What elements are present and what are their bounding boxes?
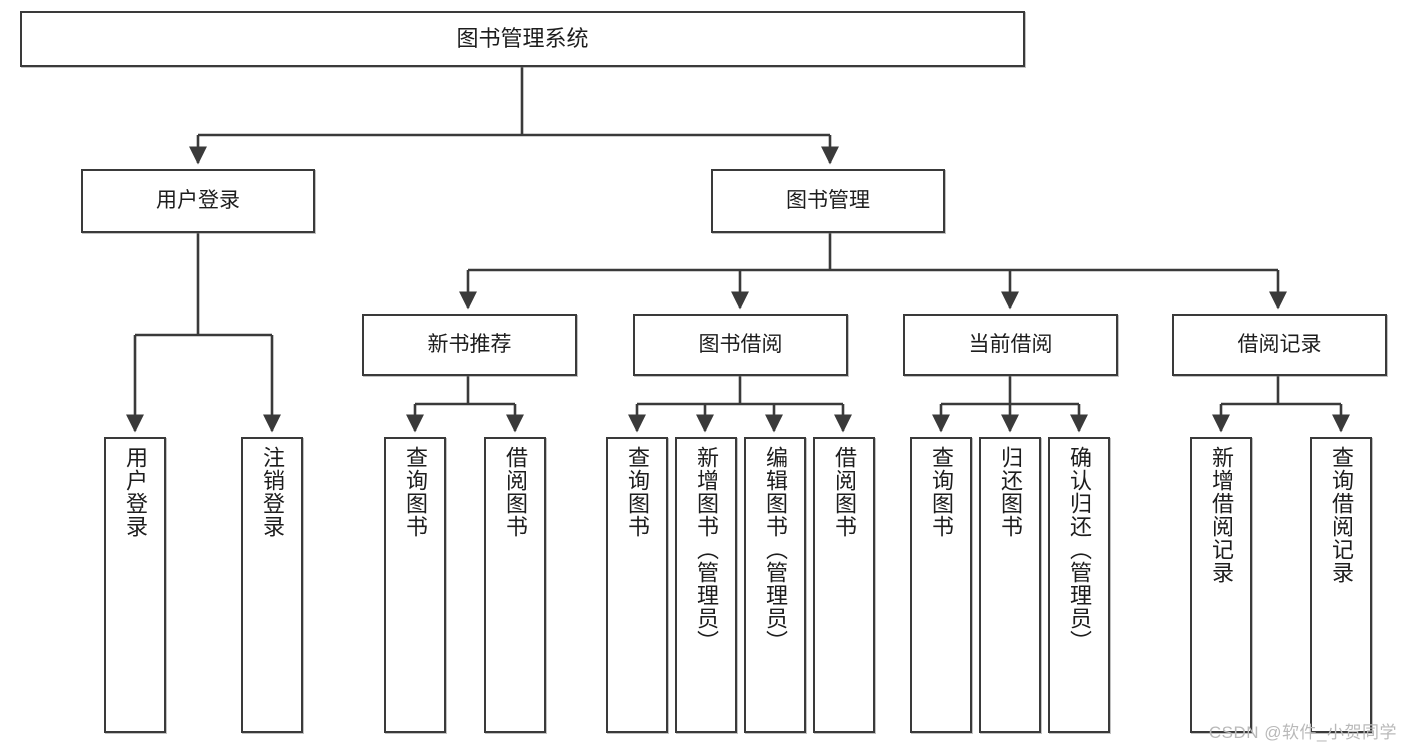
- leaf-user-login[interactable]: 用户登录: [104, 437, 166, 733]
- node-label: 新书推荐: [427, 333, 512, 357]
- leaf-query-book-recommend[interactable]: 查询图书: [384, 437, 446, 733]
- node-label: 新增借阅记录: [1209, 446, 1234, 584]
- node-label: 新增图书（管理员）: [694, 446, 719, 653]
- node-label: 用户登录: [123, 446, 148, 538]
- leaf-add-book-admin[interactable]: 新增图书（管理员）: [675, 437, 737, 733]
- leaf-confirm-return-admin[interactable]: 确认归还（管理员）: [1048, 437, 1110, 733]
- leaf-return-book[interactable]: 归还图书: [979, 437, 1041, 733]
- node-borrow-record[interactable]: 借阅记录: [1172, 314, 1387, 376]
- node-label: 图书管理系统: [456, 25, 589, 51]
- node-new-book-recommend[interactable]: 新书推荐: [362, 314, 577, 376]
- node-root-system[interactable]: 图书管理系统: [20, 11, 1025, 67]
- watermark: CSDN @软件_小贺同学: [1208, 723, 1397, 742]
- node-label: 图书借阅: [698, 333, 783, 357]
- leaf-borrow-book-recommend[interactable]: 借阅图书: [484, 437, 546, 733]
- node-label: 查询图书: [625, 446, 650, 538]
- node-book-management[interactable]: 图书管理: [711, 169, 945, 233]
- leaf-edit-book-admin[interactable]: 编辑图书（管理员）: [744, 437, 806, 733]
- node-label: 图书管理: [786, 189, 870, 213]
- node-book-borrow[interactable]: 图书借阅: [633, 314, 848, 376]
- node-current-borrow[interactable]: 当前借阅: [903, 314, 1118, 376]
- leaf-query-book-borrow[interactable]: 查询图书: [606, 437, 668, 733]
- node-label: 用户登录: [156, 189, 240, 213]
- leaf-query-book-current[interactable]: 查询图书: [910, 437, 972, 733]
- leaf-borrow-book[interactable]: 借阅图书: [813, 437, 875, 733]
- node-label: 归还图书: [998, 446, 1023, 538]
- leaf-query-borrow-record[interactable]: 查询借阅记录: [1310, 437, 1372, 733]
- node-label: 确认归还（管理员）: [1067, 446, 1092, 653]
- node-user-login[interactable]: 用户登录: [81, 169, 315, 233]
- leaf-logout[interactable]: 注销登录: [241, 437, 303, 733]
- node-label: 查询借阅记录: [1329, 446, 1354, 584]
- node-label: 借阅图书: [832, 446, 857, 538]
- node-label: 查询图书: [403, 446, 428, 538]
- leaf-add-borrow-record[interactable]: 新增借阅记录: [1190, 437, 1252, 733]
- node-label: 借阅图书: [503, 446, 528, 538]
- node-label: 注销登录: [260, 446, 285, 538]
- node-label: 编辑图书（管理员）: [763, 446, 788, 653]
- node-label: 查询图书: [929, 446, 954, 538]
- node-label: 借阅记录: [1237, 333, 1322, 357]
- node-label: 当前借阅: [968, 333, 1053, 357]
